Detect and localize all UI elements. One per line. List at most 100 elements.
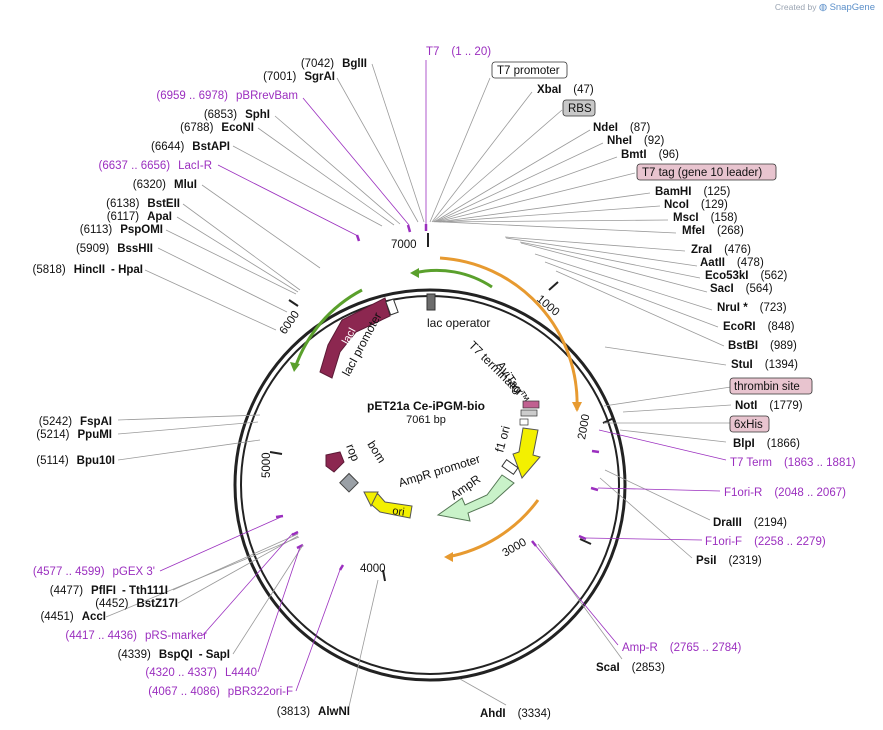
- site-ncoi: NcoI(129): [664, 199, 728, 211]
- site-mlui: (6320)MluI: [133, 179, 197, 191]
- boxed-feature-labels: T7 promoter RBS T7 tag (gene 10 leader) …: [491, 61, 813, 433]
- rbs-box: [562, 99, 596, 117]
- tick-label-3000: 3000: [501, 536, 529, 559]
- backbone-inner-ring: [240, 295, 620, 675]
- site-bsteii: (6138)BstEII: [106, 198, 180, 210]
- site-bglii: (7042)BglII: [301, 58, 367, 70]
- left-primer-leaders: [159, 97, 410, 692]
- primer-pgex3: (4577 .. 4599)pGEX 3': [33, 566, 155, 578]
- site-pspomi: (6113)PspOMI: [80, 224, 163, 236]
- primer-labels: T7(1 .. 20) (6959 .. 6978)pBRrevBam (663…: [33, 46, 856, 698]
- tick-label-6000: 6000: [278, 309, 303, 337]
- orange-arc-top-head: [572, 402, 582, 412]
- laci-promoter-arrow: [293, 288, 363, 369]
- site-ahdi: AhdI(3334): [480, 708, 551, 720]
- plasmid-name: pET21a Ce-iPGM-bio: [367, 399, 485, 413]
- site-bsshii: (5909)BssHII: [76, 243, 153, 255]
- site-bamhi: BamHI(125): [655, 186, 730, 198]
- site-draiii: DraIII(2194): [713, 517, 787, 529]
- primer-f1ori-r: F1ori-R(2048 .. 2067): [724, 487, 846, 499]
- left-leader-lines: [105, 63, 425, 712]
- site-hincii-hpai: (5818)HincII- HpaI: [32, 264, 143, 276]
- orange-arc-top: [439, 256, 579, 411]
- site-mfei: MfeI(268): [682, 225, 744, 237]
- ori-label: ori: [392, 505, 406, 519]
- site-bstz17i: (4452)BstZ17I: [95, 598, 178, 610]
- site-scai: ScaI(2853): [596, 662, 665, 674]
- right-leader-lines: [429, 77, 732, 706]
- tick-label-4000: 4000: [360, 563, 386, 575]
- bom-feature: [339, 472, 359, 493]
- site-xbai: XbaI(47): [537, 84, 594, 96]
- site-bspqi-sapi: (4339)BspQI- SapI: [118, 649, 230, 661]
- thrombin-site-box: [729, 377, 813, 395]
- snapgene-brand: Created by ◍ SnapGene: [775, 2, 875, 13]
- left-site-labels: (7042)BglII (7001)SgrAI (6853)SphI (6788…: [32, 58, 367, 718]
- f1-ori-marker: [519, 418, 529, 426]
- primer-t7-term: T7 Term(1863 .. 1881): [730, 457, 856, 469]
- site-msci: MscI(158): [673, 212, 738, 224]
- primer-f1ori-f: F1ori-F(2258 .. 2279): [705, 536, 826, 548]
- site-nhei: NheI(92): [607, 135, 665, 147]
- right-site-labels: XbaI(47) NdeI(87) NheI(92) BmtI(96) BamH…: [480, 84, 803, 720]
- f1-ori-label: f1 ori: [492, 424, 512, 453]
- lac-operator-box: [426, 293, 436, 311]
- brand-prefix: Created by: [774, 2, 817, 12]
- ampr-promoter-marker: [501, 459, 519, 475]
- site-bstapi: (6644)BstAPI: [151, 141, 230, 153]
- site-acci: (4451)AccI: [40, 611, 106, 623]
- primer-prs-marker: (4417 .. 4436)pRS-marker: [65, 630, 207, 642]
- avitag-box: [522, 400, 540, 409]
- laci-feature: [319, 297, 391, 379]
- t7-tag-label: T7 tag (gene 10 leader): [642, 167, 762, 179]
- site-noti: NotI(1779): [735, 400, 803, 412]
- primer-pbr322ori-f: (4067 .. 4086)pBR322ori-F: [148, 686, 293, 698]
- rop-feature: [325, 451, 345, 473]
- backbone-outer-ring: [233, 288, 627, 682]
- primer-marks: [275, 224, 600, 571]
- rop-label: rop: [343, 442, 363, 464]
- site-ndei: NdeI(87): [593, 122, 651, 134]
- tick-label-7000: 7000: [391, 239, 417, 251]
- plasmid-size: 7061 bp: [406, 414, 446, 426]
- site-sgrai: (7001)SgrAI: [263, 71, 335, 83]
- site-pflfi-tth111i: (4477)PflFI- Tth111I: [50, 585, 168, 597]
- primer-t7: T7(1 .. 20): [426, 46, 491, 58]
- tick-label-5000: 5000: [261, 452, 273, 478]
- site-econi: (6788)EcoNI: [180, 122, 254, 134]
- right-primer-leaders: [425, 60, 727, 646]
- site-bmti: BmtI(96): [621, 149, 679, 161]
- site-apai: (6117)ApaI: [107, 211, 172, 223]
- site-bpu10i: (5114)Bpu10I: [36, 455, 115, 467]
- laci-small-marker: [385, 298, 399, 316]
- brand-name: SnapGene: [829, 2, 875, 13]
- orange-arc-bottom: [446, 499, 540, 559]
- rbs-label: RBS: [568, 103, 592, 115]
- primer-amp-r: Amp-R(2765 .. 2784): [622, 642, 742, 654]
- ori-arrow-head: [363, 491, 379, 508]
- tick-marks: [269, 233, 615, 582]
- laci-promoter-arrow-head: [290, 362, 300, 372]
- snapgene-logo-icon: ◍: [818, 2, 828, 13]
- site-nrui: NruI *(723): [717, 302, 787, 314]
- t7-tag-box: [636, 163, 777, 181]
- t7-promoter-box: [491, 61, 568, 79]
- 6xhis-box: [729, 415, 770, 433]
- bom-label: bom: [364, 438, 388, 465]
- site-stui: StuI(1394): [731, 359, 798, 371]
- lac-operator-label: lac operator: [427, 316, 490, 330]
- lac-operator-arrow: [413, 268, 493, 289]
- thrombin-site-label: thrombin site: [734, 381, 800, 393]
- site-ecori: EcoRI(848): [723, 321, 795, 333]
- site-blpi: BlpI(1866): [733, 438, 800, 450]
- tick-label-2000: 2000: [576, 413, 592, 440]
- primer-laci-r: (6637 .. 6656)LacI-R: [99, 160, 212, 172]
- site-ppumi: (5214)PpuMI: [36, 429, 112, 441]
- primer-pbrrevbam: (6959 .. 6978)pBRrevBam: [156, 90, 298, 102]
- primer-l4440: (4320 .. 4337)L4440: [145, 667, 257, 679]
- f1-ori-feature: [512, 427, 541, 479]
- site-sphi: (6853)SphI: [204, 109, 270, 121]
- site-eco53ki: Eco53kI(562): [705, 270, 788, 282]
